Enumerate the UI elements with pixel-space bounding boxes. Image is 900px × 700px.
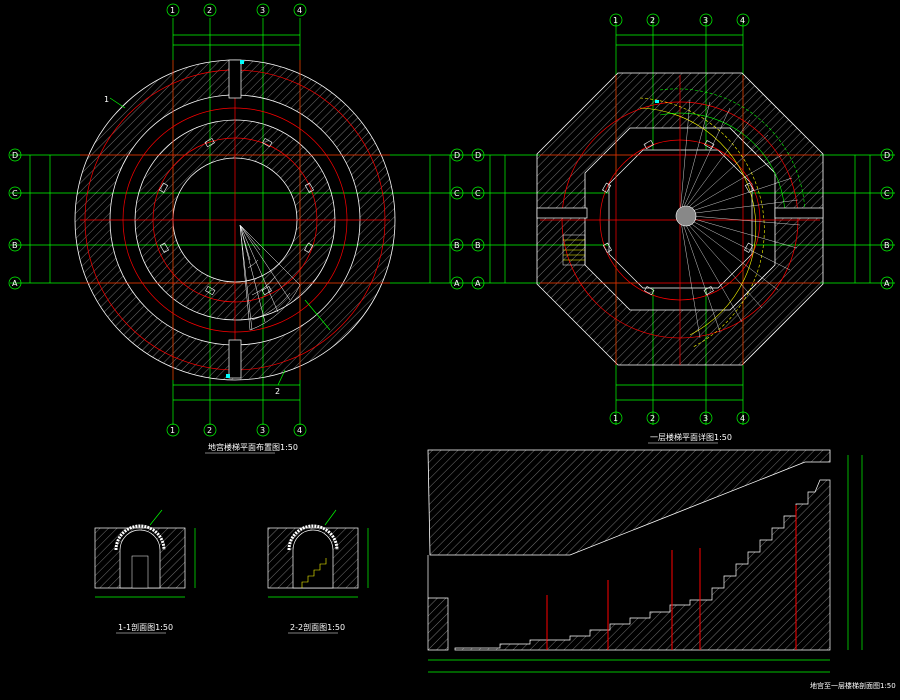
- axis-row-a-right: A: [454, 279, 460, 288]
- plan-left: 1 2 1 2 3 4 1 2 3 4 D C B A D C: [8, 3, 470, 454]
- plan-left-spiral-stair: [239, 224, 301, 331]
- axis-row-c-right: C: [454, 189, 460, 198]
- axis-row-b-left-right: B: [475, 241, 481, 250]
- axis-row-d-right: D: [454, 151, 460, 160]
- plan-right-octagon-wall: [536, 72, 824, 366]
- axis-row-d-left: D: [12, 151, 18, 160]
- section-main: 地宫至一层楼梯剖面图1:50: [427, 449, 896, 690]
- axis-row-c-left-right: C: [475, 189, 481, 198]
- axis-col-2-top-right: 2: [650, 16, 655, 25]
- axis-col-1-top: 1: [170, 6, 175, 15]
- axis-col-4-top: 4: [297, 6, 302, 15]
- axis-col-1-top-right: 1: [613, 16, 618, 25]
- axis-col-4-top-right: 4: [740, 16, 745, 25]
- plan-right-spiral-stair: [639, 88, 806, 348]
- axis-col-1-bottom: 1: [170, 426, 175, 435]
- leader-label-1: 1: [104, 95, 109, 104]
- axis-col-2-top: 2: [207, 6, 212, 15]
- plan-right-straight-stair: [562, 234, 586, 266]
- axis-col-2-bottom-right: 2: [650, 414, 655, 423]
- axis-col-1-bottom-right: 1: [613, 414, 618, 423]
- axis-col-2-bottom: 2: [207, 426, 212, 435]
- axis-row-d-left-right: D: [475, 151, 481, 160]
- axis-row-a-right-right: A: [884, 279, 890, 288]
- axis-col-3-bottom: 3: [260, 426, 265, 435]
- axis-row-b-right: B: [454, 241, 460, 250]
- axis-row-a-left-right: A: [475, 279, 481, 288]
- plan-left-title: 地宫楼梯平面布置图1:50: [208, 442, 298, 452]
- axis-row-b-left: B: [12, 241, 18, 250]
- axis-col-4-bottom-right: 4: [740, 414, 745, 423]
- axis-row-a-left: A: [12, 279, 18, 288]
- axis-col-3-top-right: 3: [703, 16, 708, 25]
- section-main-title: 地宫至一层楼梯剖面图1:50: [810, 681, 896, 690]
- axis-row-c-left: C: [12, 189, 18, 198]
- axis-row-c-right-right: C: [884, 189, 890, 198]
- section-1-title: 1-1剖面图1:50: [118, 622, 173, 632]
- axis-col-3-top: 3: [260, 6, 265, 15]
- axis-col-3-bottom-right: 3: [703, 414, 708, 423]
- axis-col-4-bottom: 4: [297, 426, 302, 435]
- section-1: 1-1剖面图1:50: [94, 509, 196, 634]
- section-2: 2-2剖面图1:50: [267, 509, 369, 634]
- axis-row-d-right-right: D: [884, 151, 890, 160]
- axis-row-b-right-right: B: [884, 241, 890, 250]
- section-2-title: 2-2剖面图1:50: [290, 622, 345, 632]
- plan-right-title: 一层楼梯平面详图1:50: [650, 432, 732, 442]
- leader-label-2: 2: [275, 387, 280, 396]
- plan-right: 1 2 3 4 1 2 3 4 D C B A D C B A 一层楼梯平面详图…: [470, 13, 895, 444]
